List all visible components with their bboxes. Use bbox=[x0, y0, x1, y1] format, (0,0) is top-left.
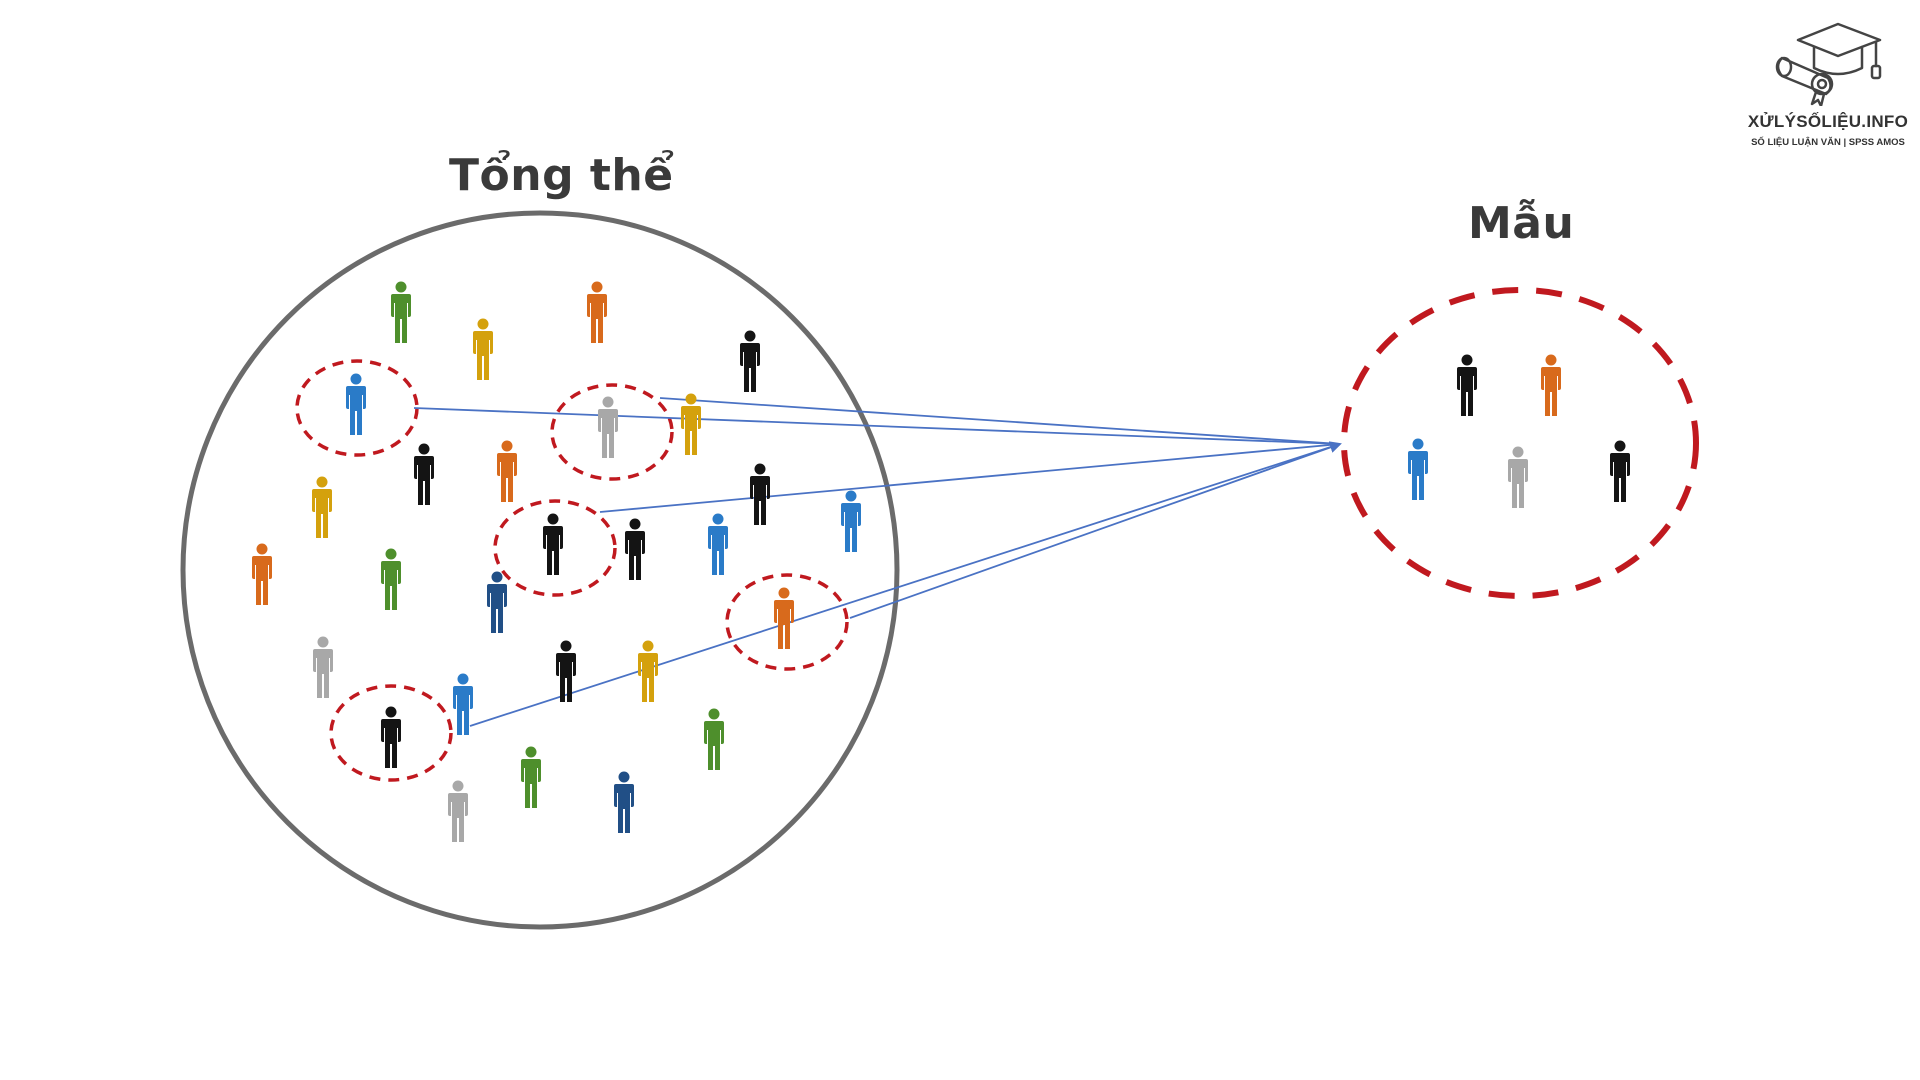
person-icon bbox=[708, 513, 728, 575]
person-icon bbox=[750, 463, 770, 525]
person-icon bbox=[252, 543, 272, 605]
person-icon bbox=[497, 440, 517, 502]
person-icon bbox=[473, 318, 493, 380]
person-icon bbox=[638, 640, 658, 702]
sample-title: Mẫu bbox=[1468, 198, 1575, 249]
arrow-line bbox=[659, 397, 1341, 445]
person-icon bbox=[625, 518, 645, 580]
selection-ring bbox=[550, 383, 674, 481]
person-icon bbox=[312, 476, 332, 538]
arrow-line bbox=[849, 443, 1341, 619]
arrow-line bbox=[413, 407, 1341, 445]
population-circle bbox=[180, 210, 900, 930]
selection-ring bbox=[329, 684, 453, 782]
sampling-arrows bbox=[413, 397, 1342, 727]
population-title: Tổng thể bbox=[449, 150, 674, 201]
person-icon bbox=[448, 780, 468, 842]
person-icon bbox=[841, 490, 861, 552]
logo-tagline: SỐ LIỆU LUẬN VĂN | SPSS AMOS bbox=[1751, 137, 1905, 148]
selection-ring bbox=[725, 573, 849, 671]
person-icon bbox=[1408, 438, 1428, 500]
person-icon bbox=[414, 443, 434, 505]
person-icon bbox=[391, 281, 411, 343]
person-icon bbox=[346, 373, 366, 435]
person-icon bbox=[1610, 440, 1630, 502]
person-icon bbox=[740, 330, 760, 392]
person-icon bbox=[614, 771, 634, 833]
sample-dashed-circle bbox=[1341, 287, 1699, 599]
person-icon bbox=[487, 571, 507, 633]
person-icon bbox=[704, 708, 724, 770]
person-icon bbox=[681, 393, 701, 455]
person-icon bbox=[521, 746, 541, 808]
person-icon bbox=[774, 587, 794, 649]
sample-people bbox=[1408, 354, 1630, 508]
person-icon bbox=[598, 396, 618, 458]
graduation-cap-certificate-icon bbox=[1775, 22, 1882, 106]
person-icon bbox=[543, 513, 563, 575]
person-icon bbox=[1457, 354, 1477, 416]
selection-rings bbox=[295, 359, 849, 782]
person-icon bbox=[587, 281, 607, 343]
site-logo[interactable]: XỬLÝSỐLIỆU.INFO SỐ LIỆU LUẬN VĂN | SPSS … bbox=[1738, 18, 1918, 168]
person-icon bbox=[313, 636, 333, 698]
person-icon bbox=[1508, 446, 1528, 508]
arrow-line bbox=[599, 443, 1341, 513]
person-icon bbox=[381, 706, 401, 768]
logo-name: XỬLÝSỐLIỆU.INFO bbox=[1747, 112, 1909, 131]
selection-ring bbox=[493, 499, 617, 597]
arrow-line bbox=[469, 441, 1342, 727]
person-icon bbox=[1541, 354, 1561, 416]
person-icon bbox=[381, 548, 401, 610]
population-people bbox=[252, 281, 861, 842]
